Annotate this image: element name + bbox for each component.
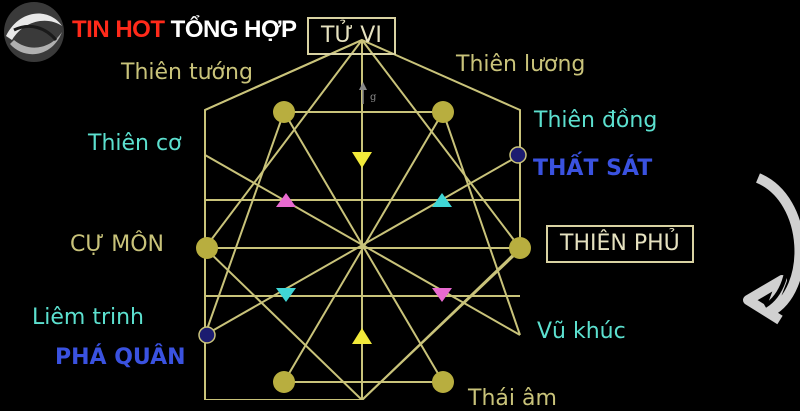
triangle-pink-left xyxy=(276,193,296,207)
node-right xyxy=(509,237,531,259)
triangle-pink-right xyxy=(432,288,452,302)
triangles xyxy=(276,152,452,344)
brand-logo-icon xyxy=(4,2,64,62)
center-label-tu-vi: TỬ VI xyxy=(307,17,396,55)
label-that-sat: THẤT SÁT xyxy=(533,156,653,181)
node-bottom-left xyxy=(273,371,295,393)
zodiac-diagram: g xyxy=(4,2,800,400)
triangle-cyan-left xyxy=(276,288,296,302)
rotate-arrow-icon xyxy=(743,173,800,325)
arrow-up-marker-icon: g xyxy=(359,82,377,104)
label-thien-luong: Thiên lương xyxy=(456,52,586,77)
brand-part2: TỔNG HỢP xyxy=(170,16,297,43)
node-left xyxy=(196,237,218,259)
label-cu-mon: CỰ MÔN xyxy=(70,232,164,257)
triangle-yellow-bottom xyxy=(352,328,372,344)
octagon-lines xyxy=(204,38,521,400)
label-pha-quan: PHÁ QUÂN xyxy=(55,345,186,370)
triangle-yellow-top xyxy=(352,152,372,168)
node-that-sat xyxy=(509,146,527,164)
label-vu-khuc: Vũ khúc xyxy=(537,319,626,344)
label-thien-tuong: Thiên tướng xyxy=(121,60,253,85)
node-top-right xyxy=(432,101,454,123)
label-thien-dong: Thiên đồng xyxy=(534,108,658,133)
node-top-left xyxy=(273,101,295,123)
node-pha-quan xyxy=(198,326,216,344)
label-thien-phu: THIÊN PHỦ xyxy=(546,225,694,263)
triangle-cyan-right xyxy=(432,193,452,207)
brand-title: TIN HOT TỔNG HỢP xyxy=(72,16,297,44)
label-liem-trinh: Liêm trinh xyxy=(32,305,144,330)
brand-part1: TIN HOT xyxy=(72,16,165,43)
node-bottom-right xyxy=(432,371,454,393)
label-thien-co: Thiên cơ xyxy=(88,131,182,156)
nodes xyxy=(196,101,531,393)
label-thai-am: Thái âm xyxy=(468,386,557,411)
svg-text:g: g xyxy=(370,92,377,103)
